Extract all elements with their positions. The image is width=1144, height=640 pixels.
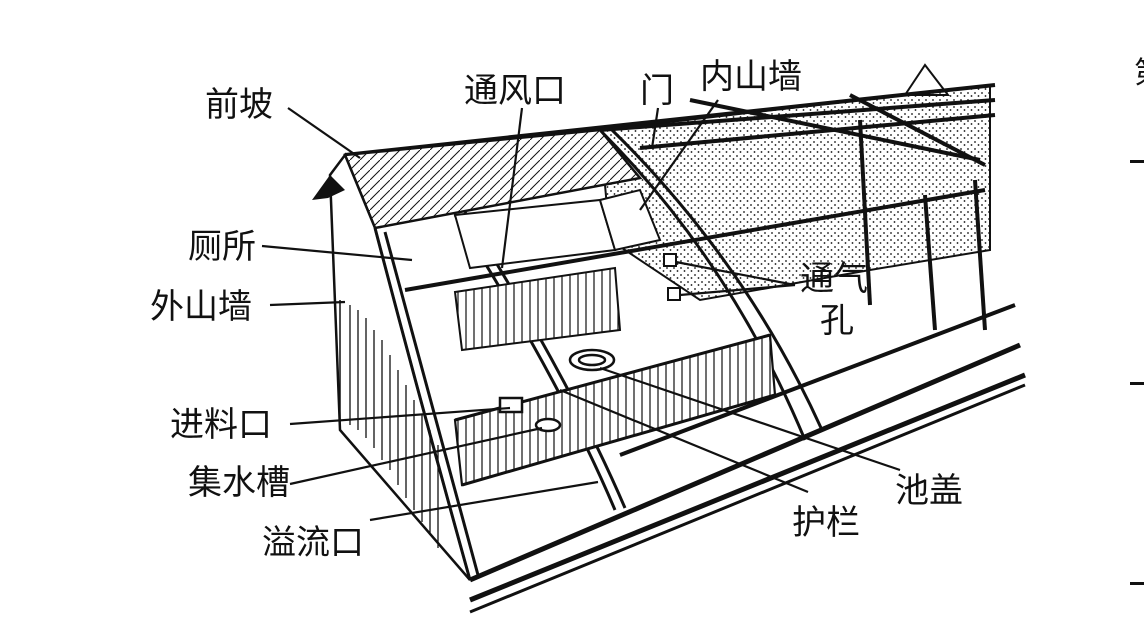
label-outer-gable-wall: 外山墙	[150, 287, 252, 327]
label-front-slope: 前坡	[205, 85, 273, 125]
side-rails	[404, 119, 1026, 614]
label-toilet: 厕所	[188, 227, 256, 267]
label-overflow-outlet: 溢流口	[262, 523, 364, 563]
label-door: 门	[640, 71, 674, 111]
edge-cut-glyph: 第	[1134, 48, 1144, 92]
pit-cover	[568, 348, 616, 372]
back-fence	[453, 266, 622, 352]
label-inner-gable-wall: 内山墙	[700, 57, 802, 97]
label-air-vent-line2: 孔	[820, 301, 854, 341]
feed-inlet	[498, 396, 524, 414]
label-pit-cover: 池盖	[895, 471, 963, 511]
label-water-trough: 集水槽	[188, 463, 290, 503]
leader-lines	[261, 99, 901, 522]
label-air-vent-line1: 通气	[800, 259, 868, 299]
edge-ticks	[1130, 160, 1144, 585]
label-guardrail: 护栏	[792, 503, 860, 543]
interior-walls	[453, 188, 662, 270]
label-vent-opening: 通风口	[464, 71, 566, 111]
label-feed-inlet: 进料口	[170, 405, 272, 445]
